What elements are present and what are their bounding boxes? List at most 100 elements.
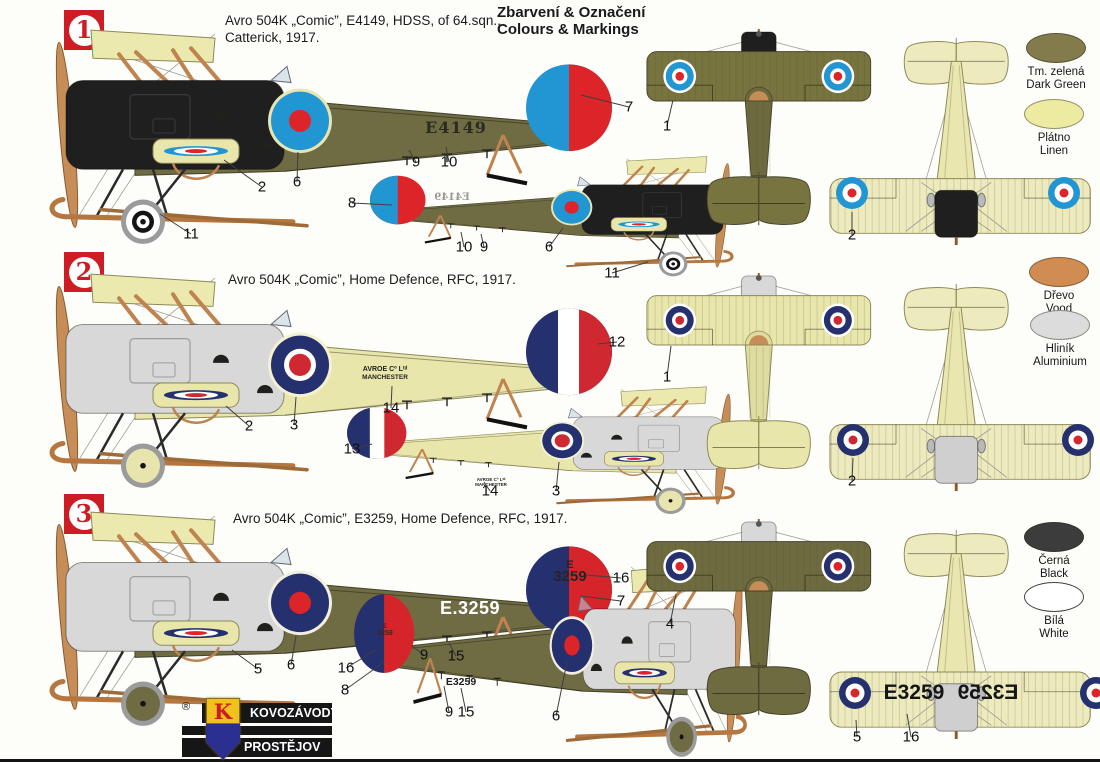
callout-number: 14	[481, 482, 499, 500]
scheme3-rudder-small-number: 3259	[377, 630, 393, 637]
paint-swatch-label-en: Linen	[1039, 144, 1069, 157]
callout-number: 16	[337, 659, 355, 677]
scheme3-underwing-roundel-left	[838, 676, 872, 710]
scheme3-underwing-serial: E3259	[883, 681, 945, 704]
callout-number: 6	[544, 238, 554, 256]
scheme3-rudder-small-prefix: E	[382, 624, 387, 630]
callout-number: 11	[604, 264, 620, 282]
callout-number: 5	[852, 728, 862, 746]
logo-shield-icon: K	[206, 698, 240, 760]
callout-number: 4	[665, 615, 675, 633]
scheme2-underwing-roundel-right	[1061, 423, 1095, 457]
paint-swatch-label-cz: Plátno	[1037, 132, 1071, 144]
scheme3-number: 3	[75, 499, 93, 528]
callout-number: 2	[847, 226, 857, 244]
callout-number: 1	[662, 117, 672, 135]
callout-number: 12	[608, 333, 626, 351]
logo-shield-body	[206, 724, 240, 760]
scheme3-caption: Avro 504K „Comic”, E3259, Home Defence, …	[233, 510, 567, 527]
scheme1-caption-line2: Catterick, 1917.	[225, 30, 320, 45]
paint-swatch-color	[1024, 99, 1084, 129]
scheme1-caption-line1: Avro 504K „Comic”, E4149, HDSS, of 64.sq…	[225, 13, 501, 28]
scheme2-maker-small-line2: MANCHESTER	[475, 482, 507, 487]
callout-number: 9	[411, 153, 421, 171]
paint-swatch-color	[1024, 582, 1084, 612]
paint-swatch-label-en: Dark Green	[1026, 78, 1086, 91]
scheme3-rudder-serial-prefix: E	[566, 559, 574, 571]
callout-number: 9	[444, 703, 454, 721]
paint-swatch-color	[1030, 310, 1090, 340]
callout-number: 7	[616, 592, 626, 610]
callout-number: 3	[551, 482, 561, 500]
callout-number: 8	[340, 681, 350, 699]
callout-number: 11	[183, 225, 199, 243]
sheet-title-cz: Zbarvení & Označení	[497, 4, 646, 21]
scheme3-fuselage-serial-small: E3259	[445, 676, 477, 688]
callout-number: 9	[419, 646, 429, 664]
callout-number: 10	[440, 153, 458, 171]
scheme3-rudder-serial-number: 3259	[553, 568, 587, 585]
callout-number: 2	[257, 178, 267, 196]
logo-bar-bottom: PROSTĚJOV	[182, 738, 332, 757]
callout-number: 3	[289, 416, 299, 434]
scheme1-number: 1	[75, 15, 93, 44]
logo-name-bottom: PROSTĚJOV	[244, 740, 321, 755]
callout-number: 6	[551, 707, 561, 725]
scheme2-maker-stencil: AVROE Cº Lᵗᵈ MANCHESTER	[350, 366, 420, 382]
scheme2-maker-line2: MANCHESTER	[362, 374, 408, 381]
logo-shield-letter: K	[206, 698, 240, 724]
callout-number: 9	[479, 238, 489, 256]
scheme2-caption: Avro 504K „Comic”, Home Defence, RFC, 19…	[228, 271, 516, 288]
scheme2-maker-stencil-small: AVROE Cº Lᵗᵈ MANCHESTER	[468, 477, 514, 487]
paint-swatch-color	[1029, 257, 1089, 287]
callout-number: 15	[457, 703, 475, 721]
logo-name-top: KOVOZÁVODY	[250, 705, 339, 720]
scheme3-caption-line1: Avro 504K „Comic”, E3259, Home Defence, …	[233, 511, 568, 526]
callout-number: 8	[347, 194, 357, 212]
paint-swatch-label-en: Black	[1039, 567, 1069, 580]
callout-number: 7	[624, 98, 634, 116]
registered-trademark-icon: ®	[182, 701, 191, 713]
sheet-title: Zbarvení & Označení Colours & Markings	[497, 4, 645, 38]
scheme1-caption: Avro 504K „Comic”, E4149, HDSS, of 64.sq…	[225, 12, 501, 46]
logo-bar-middle	[182, 726, 332, 735]
scheme2-number: 2	[75, 257, 93, 286]
callout-number: 2	[847, 472, 857, 490]
paint-swatch-label-en: White	[1039, 627, 1069, 640]
scheme3-rudder-serial: E 3259	[544, 559, 596, 585]
scheme2-maker-small-line1: AVROE Cº Lᵗᵈ	[476, 477, 506, 482]
scheme3-underwing-roundel-right	[1079, 676, 1100, 710]
paint-swatch-label-cz: Bílá	[1044, 615, 1064, 627]
callout-number: 13	[343, 440, 361, 458]
paint-swatch-label-cz: Hliník	[1045, 343, 1075, 355]
scheme3-underwing-serial-mirrored: E3259	[957, 681, 1019, 704]
callout-number: 14	[382, 399, 400, 417]
scheme2-underwing-roundel-left	[836, 423, 870, 457]
paint-swatch-label-cz: Tm. zelená	[1027, 66, 1085, 78]
scheme2-caption-line1: Avro 504K „Comic”, Home Defence, RFC, 19…	[228, 272, 516, 287]
callout-number: 5	[253, 660, 263, 678]
scheme2-maker-line1: AVROE Cº Lᵗᵈ	[362, 366, 408, 373]
kovozavody-prostejov-logo: ® KOVOZÁVODY PROSTĚJOV K	[182, 698, 339, 760]
sheet-title-en: Colours & Markings	[497, 21, 639, 38]
paint-swatch-color	[1024, 522, 1084, 552]
callout-number: 10	[455, 238, 473, 256]
callout-number: 15	[447, 647, 465, 665]
scheme3-fuselage-serial: E.3259	[439, 598, 501, 618]
scheme1-fuselage-serial-small: E4149	[434, 192, 470, 203]
scheme1-fuselage-serial: E4149	[425, 118, 487, 137]
callout-number: 1	[662, 368, 672, 386]
scheme1-underwing-roundel-left	[835, 176, 869, 210]
paint-swatch-label-en: Aluminium	[1033, 355, 1087, 368]
paint-swatch-label-cz: Dřevo	[1043, 290, 1075, 302]
callout-number: 16	[612, 569, 630, 587]
paint-swatch-color	[1026, 33, 1086, 63]
callout-number: 2	[244, 417, 254, 435]
